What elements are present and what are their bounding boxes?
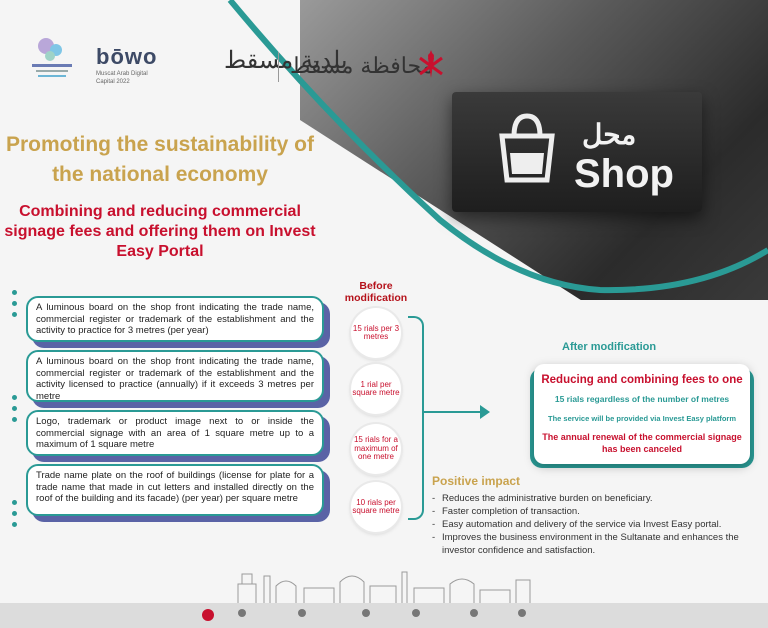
footer-brand-icon xyxy=(202,609,214,621)
fee-item-2: A luminous board on the shop front indic… xyxy=(26,350,324,402)
dots-decoration xyxy=(12,500,17,533)
arrow-right-icon xyxy=(480,405,490,419)
impact-item: Easy automation and delivery of the serv… xyxy=(432,518,762,531)
footer-web-icon xyxy=(518,609,526,617)
main-title: Promoting the sustainability of the nati… xyxy=(5,133,315,186)
fee-circle-4: 10 rials per square metre xyxy=(351,482,401,532)
impact-item: Improves the business environment in the… xyxy=(432,531,762,557)
footer-social-icon xyxy=(362,609,370,617)
fee-item-1: A luminous board on the shop front indic… xyxy=(26,296,324,342)
fee-circle-3: 15 rials for a maximum of one metre xyxy=(351,424,401,474)
sub-title: Combining and reducing commercial signag… xyxy=(4,203,316,260)
footer-bar xyxy=(0,603,768,628)
after-modification-label: After modification xyxy=(562,341,656,353)
after-label-prefix: After xyxy=(562,341,588,353)
after-label-suffix: modification xyxy=(590,341,657,353)
after-line-1: Reducing and combining fees to one xyxy=(541,374,743,386)
footer-phone-icon xyxy=(470,609,478,617)
impact-item: Reduces the administrative burden on ben… xyxy=(432,492,762,505)
sign-shop-text: Shop xyxy=(574,152,674,196)
bowo-subtitle: Muscat Arab Digital Capital 2022 xyxy=(96,71,148,85)
bowo-logo: bōwo xyxy=(96,44,158,69)
fee-item-4: Trade name plate on the roof of building… xyxy=(26,464,324,516)
oman-emblem-icon xyxy=(419,50,443,78)
dots-decoration xyxy=(12,395,17,428)
sign-arabic-text: محل xyxy=(582,119,637,150)
header-divider xyxy=(278,52,279,82)
fee-item-3: Logo, trademark or product image next to… xyxy=(26,410,324,456)
impact-item: Faster completion of transaction. xyxy=(432,505,762,518)
footer-social-icon xyxy=(412,609,420,617)
muscat-municipality-logo: بلدية مسقط xyxy=(224,46,348,74)
shopping-bag-icon xyxy=(499,113,555,183)
governorate-logo-text: محافظة مسقط xyxy=(290,54,434,79)
arrow-line xyxy=(422,411,484,413)
footer-social-icon xyxy=(298,609,306,617)
footer-social-icon xyxy=(238,609,246,617)
dots-decoration xyxy=(12,290,17,323)
fee-circle-1: 15 rials per 3 metres xyxy=(351,308,401,358)
before-modification-label: Before modification xyxy=(344,280,408,304)
after-line-2: 15 rials regardless of the number of met… xyxy=(554,394,730,404)
positive-impact-title: Positive impact xyxy=(432,474,521,488)
after-modification-box: Reducing and combining fees to one 15 ri… xyxy=(534,364,750,464)
positive-impact-list: Reduces the administrative burden on ben… xyxy=(432,492,762,557)
bracket-connector xyxy=(408,316,424,520)
after-line-3: The service will be provided via Invest … xyxy=(548,414,736,423)
fee-circle-2: 1 rial per square metre xyxy=(351,364,401,414)
city-skyline-illustration xyxy=(237,571,531,604)
shop-sign xyxy=(452,92,702,212)
after-line-4: The annual renewal of the commercial sig… xyxy=(542,432,742,454)
digital-capital-logo xyxy=(32,38,72,77)
